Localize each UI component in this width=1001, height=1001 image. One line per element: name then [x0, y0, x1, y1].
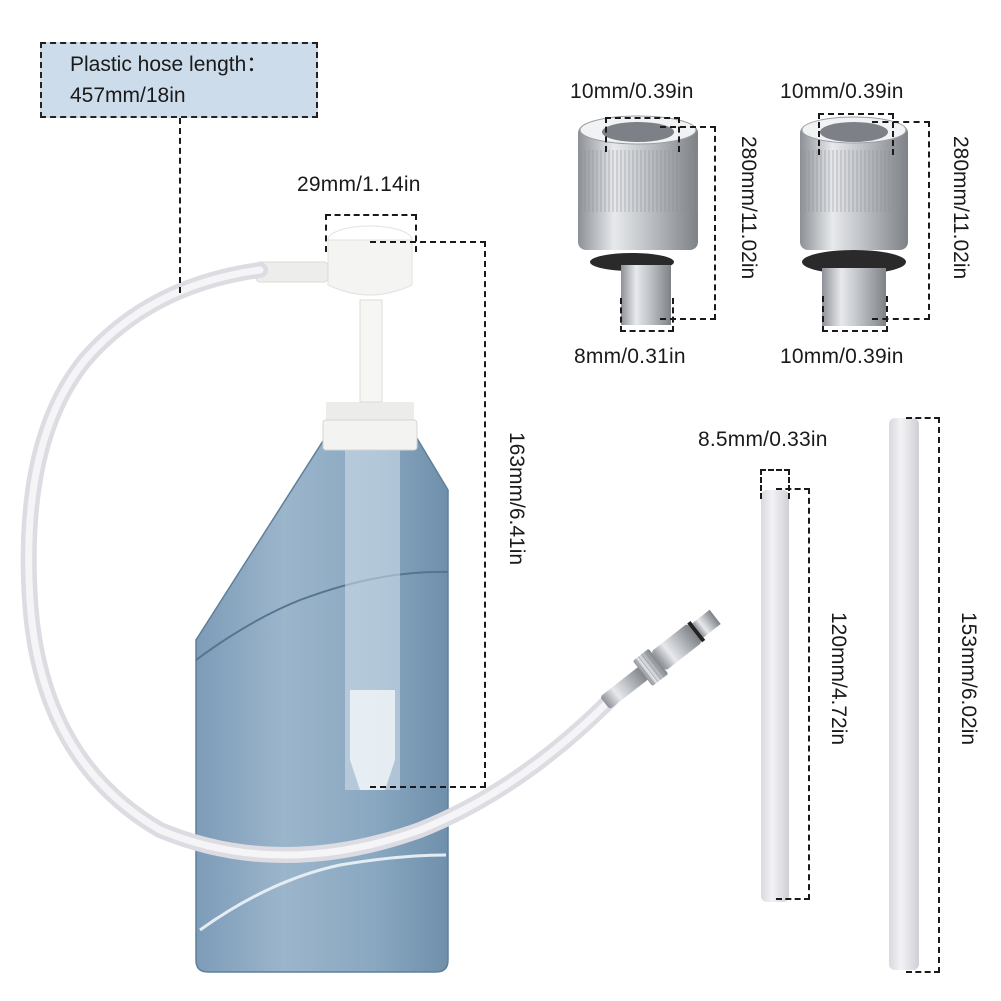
plastic-hose [20, 262, 618, 863]
pump-tube-length-bracket [370, 241, 486, 788]
tube-diameter-bracket [760, 469, 790, 499]
callout-line-1: Plastic hose length： [70, 53, 268, 76]
adapter-2-thread-label: 10mm/0.39in [780, 345, 904, 368]
long-tube-length-bracket [906, 417, 940, 973]
callout-line-2: 457mm/18in [70, 84, 186, 107]
tube-diameter-label: 8.5mm/0.33in [698, 428, 828, 451]
adapter-1-top-label: 10mm/0.39in [570, 80, 694, 103]
pump-cap-width-bracket [325, 214, 417, 252]
adapter-2-thread-bracket [822, 296, 888, 332]
pump [255, 225, 418, 451]
long-tube [889, 418, 919, 970]
adapter-2-top-bracket [818, 113, 894, 155]
adapter-2-height-bracket [872, 121, 930, 320]
pump-cap-width-label: 29mm/1.14in [297, 173, 421, 196]
adapter-1-thread-bracket [620, 298, 674, 332]
adapter-1-height-label: 280mm/11.02in [737, 136, 760, 280]
adapter-1-height-bracket [660, 126, 716, 320]
adapter-1-top-bracket [605, 117, 680, 152]
short-tube-length-bracket [776, 488, 810, 900]
hose-length-callout: Plastic hose length： 457mm/18in [40, 42, 318, 118]
short-tube [761, 490, 789, 902]
hose-fitting [601, 609, 721, 709]
adapter-8mm [578, 115, 698, 325]
adapter-10mm [800, 116, 908, 326]
short-tube-length-label: 120mm/4.72in [827, 612, 850, 746]
long-tube-length-label: 153mm/6.02in [957, 612, 980, 746]
adapter-1-thread-label: 8mm/0.31in [574, 345, 686, 368]
callout-leader-line [179, 118, 181, 293]
pump-tube-length-label: 163mm/6.41in [505, 432, 528, 566]
adapter-2-height-label: 280mm/11.02in [949, 136, 972, 280]
adapter-2-top-label: 10mm/0.39in [780, 80, 904, 103]
